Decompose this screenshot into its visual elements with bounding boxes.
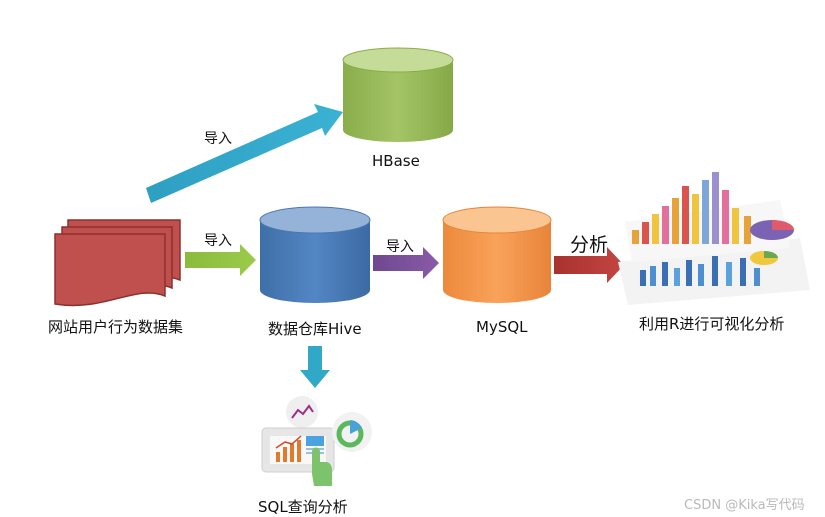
hive-label: 数据仓库Hive [268, 320, 362, 338]
dataset-label: 网站用户行为数据集 [48, 318, 184, 336]
sql-query-label: SQL查询分析 [258, 498, 348, 516]
edge-label-to-hive: 导入 [204, 233, 232, 249]
arrow-to-hbase [146, 104, 343, 203]
edge-label-to-mysql: 导入 [386, 239, 414, 255]
r-viz-label: 利用R进行可视化分析 [639, 315, 785, 333]
arrow-to-r [554, 247, 624, 283]
mysql-label: MySQL [476, 318, 528, 336]
dataset-icon [54, 219, 181, 307]
hbase-cylinder-icon [342, 47, 454, 142]
sql-analysis-icon [261, 396, 372, 486]
chart-visualization-icon [618, 172, 810, 305]
arrow-to-hive [185, 244, 256, 276]
hbase-label: HBase [372, 152, 420, 170]
arrow-to-sql [300, 346, 330, 388]
arrow-to-mysql [373, 247, 439, 279]
watermark: CSDN @Kika写代码 [684, 498, 805, 513]
edge-label-to-hbase: 导入 [204, 131, 232, 147]
hive-cylinder-icon [259, 206, 371, 303]
edge-label-to-r: 分析 [570, 234, 609, 256]
mysql-cylinder-icon [442, 206, 552, 303]
